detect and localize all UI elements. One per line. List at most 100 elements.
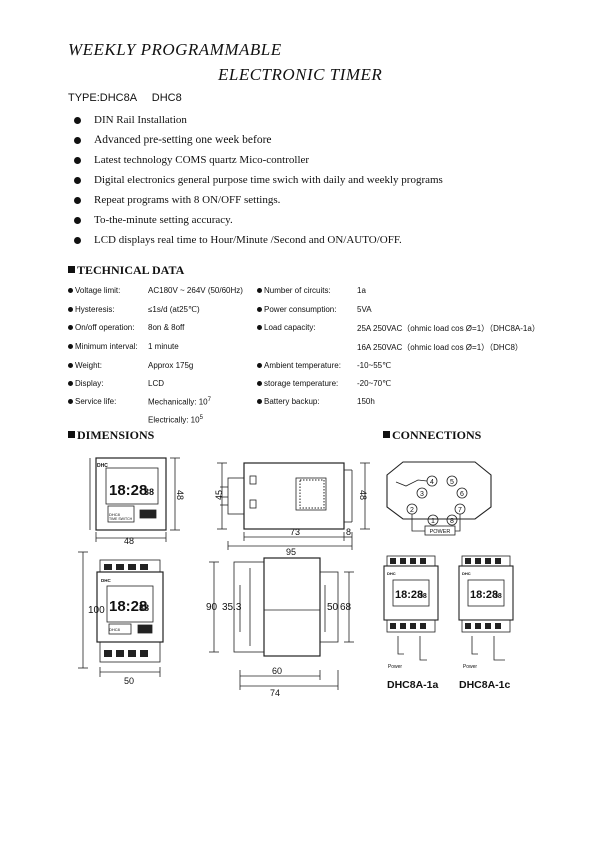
list-item: Repeat programs with 8 ON/OFF settings. <box>74 194 280 206</box>
lcd-time: 18:28 <box>470 589 498 601</box>
spec-row: Minimum interval: <box>68 342 138 351</box>
pin-label: 5 <box>450 479 454 486</box>
list-item: Digital electronics general purpose time… <box>74 174 443 186</box>
title-line-1: WEEKLY PROGRAMMABLE <box>68 40 282 59</box>
brand-label: DHC <box>97 463 108 469</box>
square-bullet-icon <box>68 431 75 438</box>
spec-value-electrical: Electrically: 105 <box>148 415 203 425</box>
spec-value: 25A 250VAC（ohmic load cos Ø=1）（DHC8A-1a） <box>357 324 540 333</box>
lcd-time: 18:28 <box>395 589 423 601</box>
dim-din-side-c: 50 <box>327 602 339 613</box>
dim-din-side-b: 35.3 <box>222 602 242 613</box>
spec-row: Number of circuits: <box>257 286 331 295</box>
square-bullet-icon <box>68 266 75 273</box>
pin-label: 7 <box>458 507 462 514</box>
spec-row: Power consumption: <box>257 305 336 314</box>
dim-din-side-a: 90 <box>206 602 218 613</box>
bullet-icon <box>68 344 73 349</box>
spec-value: 1a <box>357 286 366 295</box>
bullet-icon <box>257 363 262 368</box>
list-item: LCD displays real time to Hour/Minute /S… <box>74 234 402 246</box>
pin-label: 6 <box>460 491 464 498</box>
spec-row: storage temperature: <box>257 379 338 388</box>
lcd-time: 18:28 <box>109 598 147 615</box>
spec-value: -10~55℃ <box>357 361 392 370</box>
pin-label: 1 <box>431 518 435 525</box>
side-view <box>217 462 370 550</box>
bullet-icon <box>74 177 81 184</box>
bullet-icon <box>74 217 81 224</box>
spec-value: 1 minute <box>148 342 179 351</box>
spec-row: Hysteresis: <box>68 305 115 314</box>
spec-row: Display: <box>68 379 103 388</box>
dim-front-width: 48 <box>124 536 134 546</box>
dim-din-side-d: 68 <box>340 602 352 613</box>
socket-connection-diagram <box>386 461 492 536</box>
din-device-1a <box>383 555 439 661</box>
bullet-icon <box>74 137 81 144</box>
spec-row: Ambient temperature: <box>257 361 341 370</box>
din-side-view <box>209 557 354 690</box>
lcd-time: 18:28 <box>109 482 147 499</box>
bullet-icon <box>74 237 81 244</box>
spec-value: 8on & 8off <box>148 323 185 332</box>
device-label: TIME SWITCH <box>109 517 133 521</box>
lcd-seconds: 38 <box>144 487 154 497</box>
spec-value: LCD <box>148 379 165 388</box>
bullet-icon <box>74 197 81 204</box>
connections-heading: CONNECTIONS <box>383 428 481 443</box>
spec-value: ≤1s/d (at25℃) <box>148 305 200 314</box>
dim-din-depth-1: 60 <box>272 666 282 676</box>
type-line: TYPE:DHC8A DHC8 <box>68 92 182 104</box>
bullet-icon <box>257 307 262 312</box>
bullet-icon <box>74 117 81 124</box>
dim-depth-tail: 8 <box>346 527 351 537</box>
spec-value: AC180V ~ 264V (50/60Hz) <box>148 286 243 295</box>
din-device-1c <box>458 555 514 661</box>
technical-data-heading: TECHNICAL DATA <box>68 263 184 278</box>
power-small-label: Power <box>388 664 403 670</box>
list-item: To-the-minute setting accuracy. <box>74 214 233 226</box>
dim-depth-1: 73 <box>290 527 300 537</box>
dim-din-width: 50 <box>124 676 134 686</box>
spec-value: 16A 250VAC（ohmic load cos Ø=1）（DHC8） <box>357 343 523 352</box>
bullet-icon <box>68 399 73 404</box>
bullet-icon <box>257 288 262 293</box>
dim-front-height: 48 <box>175 490 185 500</box>
dim-din-height: 100 <box>88 605 105 616</box>
list-item: Latest technology COMS quartz Mico-contr… <box>74 154 309 166</box>
spec-row: Voltage limit: <box>68 286 120 295</box>
dim-side-height: 45 <box>214 490 224 500</box>
bullet-icon <box>68 363 73 368</box>
bullet-icon <box>68 288 73 293</box>
list-item: Advanced pre-setting one week before <box>74 134 272 146</box>
pin-label: 8 <box>450 518 454 525</box>
brand-label: DHC <box>387 571 396 576</box>
power-label: POWER <box>430 529 451 535</box>
spec-row: Battery backup: <box>257 397 320 406</box>
dim-side-height-2: 48 <box>358 490 368 500</box>
bullet-icon <box>257 399 262 404</box>
lcd-seconds: 38 <box>419 593 427 600</box>
power-small-label: Power <box>463 664 478 670</box>
pin-label: 2 <box>410 507 414 514</box>
brand-label: DHC <box>462 571 471 576</box>
bullet-icon <box>257 325 262 330</box>
bullet-icon <box>68 307 73 312</box>
din-front-view <box>78 551 164 677</box>
model-label: DHC8 <box>109 627 121 632</box>
lcd-seconds: 38 <box>139 603 149 613</box>
spec-row: Load capacity: <box>257 323 316 332</box>
model-label: DHC8 <box>109 512 121 517</box>
brand-label: DHC <box>101 578 111 583</box>
spec-value: Approx 175g <box>148 361 194 370</box>
bullet-icon <box>74 157 81 164</box>
spec-row: Weight: <box>68 361 102 370</box>
dim-din-depth-2: 74 <box>270 688 280 698</box>
spec-value: -20~70℃ <box>357 379 392 388</box>
lcd-seconds: 38 <box>494 593 502 600</box>
model-1a-label: DHC8A-1a <box>387 679 439 691</box>
bullet-icon <box>257 381 262 386</box>
spec-value: Mechanically: 107 <box>148 397 211 407</box>
list-item: DIN Rail Installation <box>74 114 187 126</box>
